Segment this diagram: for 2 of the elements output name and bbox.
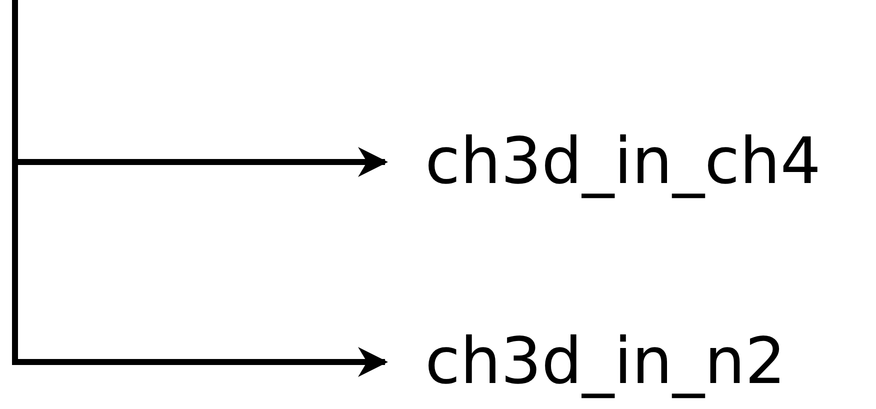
node-label: ch3d_in_n2 [425, 324, 786, 400]
node-label: ch3d_in_ch4 [425, 124, 821, 200]
